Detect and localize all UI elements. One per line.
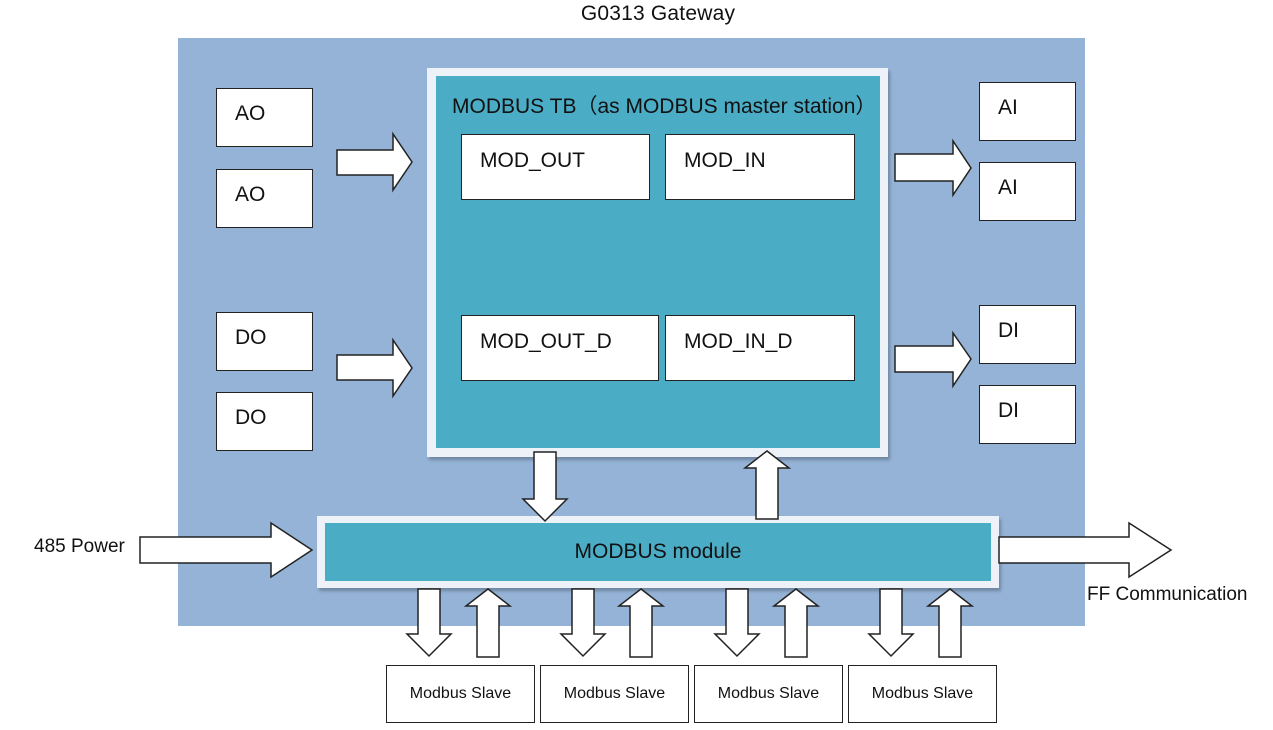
ai-label-1: AI xyxy=(998,96,1018,119)
ao-label-1: AO xyxy=(235,102,266,125)
ai-box-1: AI xyxy=(979,82,1076,141)
modbus-module-label: MODBUS module xyxy=(574,540,742,563)
module-to-slave-4-arrow xyxy=(867,588,915,658)
module-to-slave-3-arrow xyxy=(713,588,761,658)
slave-2-to-module-arrow xyxy=(616,588,666,658)
di-box-1: DI xyxy=(979,305,1076,364)
tb-to-module-arrow xyxy=(521,451,569,523)
module-to-slave-1-arrow xyxy=(405,588,453,658)
do-box-1: DO xyxy=(216,312,313,371)
ao-box-2: AO xyxy=(216,169,313,228)
mod-out-box: MOD_OUT xyxy=(461,134,650,200)
modbus-tb-block: MODBUS TB（as MODBUS master station） MOD_… xyxy=(436,76,880,448)
slave-4-to-module-arrow xyxy=(925,588,975,658)
power-arrow xyxy=(139,521,314,579)
di-label-2: DI xyxy=(998,399,1019,422)
do-box-2: DO xyxy=(216,392,313,451)
modbus-slave-3: Modbus Slave xyxy=(694,665,843,723)
mod-out-d-label: MOD_OUT_D xyxy=(480,330,612,353)
module-to-tb-arrow xyxy=(742,450,792,520)
ff-communication-arrow xyxy=(998,521,1173,579)
tb-to-ai-arrow xyxy=(894,138,972,198)
do-label-1: DO xyxy=(235,326,267,349)
ao-label-2: AO xyxy=(235,183,266,206)
di-label-1: DI xyxy=(998,319,1019,342)
ai-label-2: AI xyxy=(998,176,1018,199)
modbus-slave-2: Modbus Slave xyxy=(540,665,689,723)
ai-box-2: AI xyxy=(979,162,1076,221)
modbus-tb-label: MODBUS TB（as MODBUS master station） xyxy=(452,95,877,118)
modbus-slave-4: Modbus Slave xyxy=(848,665,997,723)
mod-in-label: MOD_IN xyxy=(684,149,766,172)
modbus-module-block: MODBUS module xyxy=(325,523,991,581)
mod-in-box: MOD_IN xyxy=(665,134,855,200)
diagram-title: G0313 Gateway xyxy=(580,2,736,25)
do-label-2: DO xyxy=(235,406,267,429)
slave-1-to-module-arrow xyxy=(463,588,513,658)
ao-to-tb-arrow xyxy=(336,131,413,193)
ff-communication-label: FF Communication xyxy=(1087,584,1248,605)
power-label: 485 Power xyxy=(34,536,125,557)
slave-3-to-module-arrow xyxy=(771,588,821,658)
ao-box-1: AO xyxy=(216,88,313,147)
mod-out-label: MOD_OUT xyxy=(480,149,585,172)
tb-to-di-arrow xyxy=(894,330,972,389)
mod-out-d-box: MOD_OUT_D xyxy=(461,315,659,381)
di-box-2: DI xyxy=(979,385,1076,444)
modbus-slave-1: Modbus Slave xyxy=(386,665,535,723)
module-to-slave-2-arrow xyxy=(559,588,607,658)
mod-in-d-label: MOD_IN_D xyxy=(684,330,793,353)
mod-in-d-box: MOD_IN_D xyxy=(665,315,855,381)
do-to-tb-arrow xyxy=(336,337,413,399)
